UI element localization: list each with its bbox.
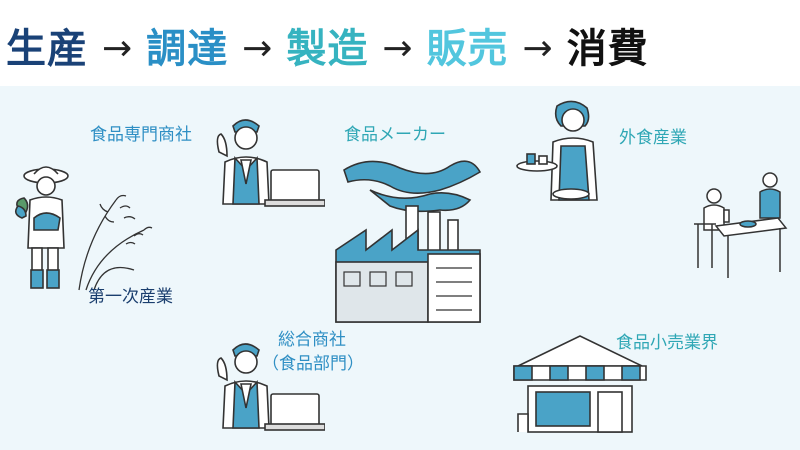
label-general-trading-company: 総合商社	[278, 330, 346, 350]
arrow-4: →	[522, 28, 553, 69]
label-food-division: （食品部門）	[262, 354, 364, 374]
trader-illustration-2	[216, 343, 325, 431]
shop-illustration	[513, 335, 647, 433]
label-food-trading-company: 食品専門商社	[90, 125, 192, 145]
label-primary-industry: 第一次産業	[88, 287, 173, 307]
supply-chain-flow: 生産 → 調達 → 製造 → 販売 → 消費	[6, 20, 649, 78]
header: 生産 → 調達 → 製造 → 販売 → 消費	[0, 0, 800, 86]
diners-illustration	[694, 172, 788, 278]
factory-illustration	[335, 160, 482, 323]
arrow-2: →	[242, 28, 273, 69]
waitress-illustration	[516, 100, 598, 201]
stage-procurement: 調達	[146, 25, 229, 72]
stage-consumption: 消費	[566, 25, 649, 72]
stage-manufacturing: 製造	[286, 25, 369, 72]
farmer-illustration	[14, 166, 153, 291]
label-food-retail-industry: 食品小売業界	[616, 333, 718, 353]
stage-production: 生産	[6, 25, 88, 72]
arrow-1: →	[102, 28, 133, 69]
stage-sales: 販売	[426, 25, 509, 72]
trader-illustration-1	[216, 119, 325, 207]
arrow-3: →	[382, 28, 413, 69]
label-food-manufacturer: 食品メーカー	[344, 125, 446, 145]
label-food-service-industry: 外食産業	[619, 128, 687, 148]
